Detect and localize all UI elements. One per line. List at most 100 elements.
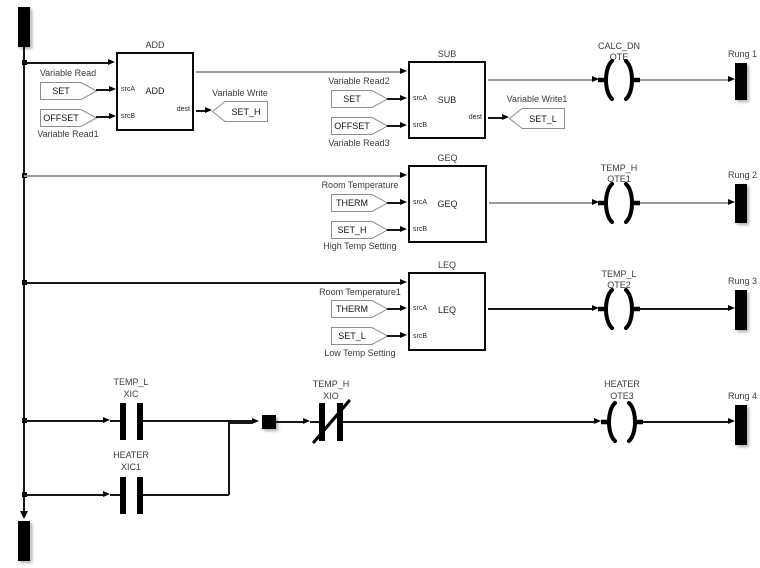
arrow-icon — [400, 279, 407, 285]
sub-block-title: SUB — [437, 49, 457, 59]
leq-block-label: LEQ — [437, 305, 456, 315]
power-rail-start-terminator[interactable] — [18, 7, 30, 47]
contact-bar — [319, 403, 325, 441]
wire — [387, 335, 400, 337]
arrow-icon — [502, 114, 509, 120]
xio-contact-temp-h[interactable] — [312, 399, 351, 444]
port-srcA-label: srcA — [413, 95, 427, 102]
arrow-icon — [400, 122, 407, 128]
wire — [228, 422, 230, 495]
wire — [488, 308, 592, 310]
wire — [143, 494, 229, 496]
port-srcB-label: srcB — [413, 333, 427, 340]
rung-terminator-3[interactable] — [735, 290, 747, 330]
tag-value: SET_L — [529, 113, 557, 124]
rung-terminator-1[interactable] — [735, 63, 747, 100]
sub-block[interactable]: SUB srcA srcB dest — [408, 61, 486, 139]
ote-coil-calc-dn[interactable] — [598, 58, 640, 102]
add-block-label: ADD — [145, 86, 165, 96]
wire — [387, 229, 400, 231]
contact-bar — [120, 477, 126, 514]
wire — [488, 117, 502, 119]
add-block[interactable]: ADD srcA srcB dest — [116, 52, 194, 131]
rung-terminator-2[interactable] — [735, 184, 747, 223]
coil-type-label: OTE2 — [607, 280, 631, 290]
variable-read-tag-set[interactable]: SET — [40, 82, 98, 100]
variable-read-tag-offset3[interactable]: OFFSET — [331, 117, 389, 135]
coil-tag-label: TEMP_L — [601, 269, 637, 279]
leq-block-title: LEQ — [437, 260, 456, 270]
wire — [24, 494, 103, 496]
variable-write-tag-set-h[interactable]: SET_H — [211, 101, 268, 122]
arrow-icon — [592, 305, 599, 311]
annotation: Low Temp Setting — [324, 348, 396, 358]
leq-block[interactable]: LEQ srcA srcB — [408, 272, 486, 351]
power-rail-end-terminator[interactable] — [18, 521, 30, 561]
arrow-icon — [592, 199, 599, 205]
annotation: Variable Read3 — [328, 138, 390, 148]
ote-coil-heater[interactable] — [601, 400, 643, 444]
arrow-icon — [400, 332, 407, 338]
wire — [196, 110, 205, 112]
annotation: Variable Read2 — [328, 76, 390, 86]
xic-contact-temp-l[interactable] — [120, 403, 143, 440]
contact-type-label: XIC1 — [120, 462, 141, 472]
rung-terminator-4[interactable] — [735, 405, 747, 445]
tag-value: SET_H — [231, 106, 261, 117]
variable-read-tag-set-h[interactable]: SET_H — [331, 221, 389, 239]
arrow-icon — [594, 418, 601, 424]
wire — [96, 89, 109, 91]
variable-read-tag-set2[interactable]: SET — [331, 90, 389, 108]
variable-read-tag-offset[interactable]: OFFSET — [40, 109, 98, 127]
tag-value: SET_H — [337, 225, 367, 235]
port-srcB-label: srcB — [413, 226, 427, 233]
port-srcA-label: srcA — [121, 86, 135, 93]
tag-value: THERM — [336, 198, 368, 208]
rung-label: Rung 2 — [727, 170, 757, 180]
rung-label: Rung 1 — [727, 49, 757, 59]
port-srcA-label: srcA — [413, 305, 427, 312]
arrow-icon — [400, 95, 407, 101]
wire — [228, 422, 252, 424]
rung-label: Rung 4 — [727, 391, 757, 401]
geq-block-title: GEQ — [437, 153, 458, 163]
normally-closed-slash-icon — [312, 399, 351, 444]
wire — [489, 202, 592, 204]
annotation: Room Temperature1 — [319, 287, 401, 297]
arrow-icon — [728, 76, 735, 82]
wire — [640, 79, 728, 81]
variable-read-tag-therm1[interactable]: THERM — [331, 300, 389, 318]
wire — [276, 421, 303, 423]
power-rail-line — [23, 47, 25, 512]
arrow-icon — [400, 172, 407, 178]
ote-coil-temp-l[interactable] — [598, 287, 640, 331]
annotation: Variable Read1 — [37, 129, 99, 139]
arrow-icon — [303, 418, 310, 424]
coil-type-label: OTE — [609, 52, 629, 62]
wire — [24, 420, 103, 422]
arrow-icon — [400, 199, 407, 205]
geq-block[interactable]: GEQ srcA srcB — [408, 165, 487, 243]
variable-write-tag-set-l[interactable]: SET_L — [508, 108, 565, 129]
arrow-icon — [103, 417, 110, 423]
wire — [110, 420, 120, 422]
variable-read-tag-set-l[interactable]: SET_L — [331, 327, 389, 345]
wire — [643, 421, 728, 423]
variable-read-tag-therm[interactable]: THERM — [331, 194, 389, 212]
tag-value: OFFSET — [334, 121, 370, 131]
port-dest-label: dest — [468, 114, 482, 121]
port-srcB-label: srcB — [121, 113, 135, 120]
rung-label: Rung 3 — [727, 276, 757, 286]
ote-coil-temp-h[interactable] — [598, 181, 640, 225]
arrow-icon — [109, 113, 116, 119]
tag-value: OFFSET — [43, 113, 79, 123]
branch-merge-junction[interactable] — [262, 415, 276, 429]
tag-value: SET_L — [338, 331, 366, 341]
port-dest-label: dest — [176, 106, 190, 113]
annotation: Variable Write1 — [506, 94, 568, 104]
contact-tag-label: TEMP_H — [312, 379, 350, 389]
xic-contact-heater[interactable] — [120, 477, 143, 514]
coil-type-label: OTE3 — [610, 391, 634, 401]
wire — [640, 308, 728, 310]
